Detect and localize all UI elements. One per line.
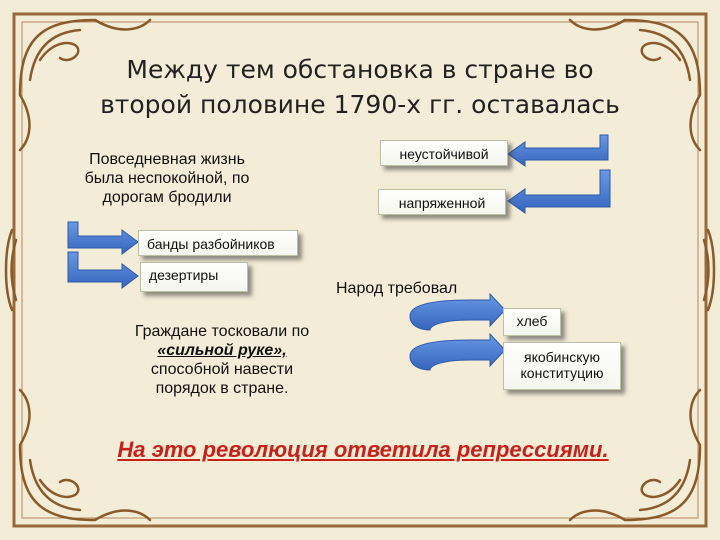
daily-life-text: Повседневная жизнь была неспокойной, по …	[52, 150, 282, 207]
box-label: банды разбойников	[147, 236, 275, 252]
title-line: второй половине 1790-х гг. оставалась	[100, 90, 620, 119]
tense-box: напряженной	[378, 189, 506, 215]
side-scroll-icon	[4, 228, 18, 312]
text-line: дорогам бродили	[102, 189, 232, 206]
arrow-right-icon	[67, 221, 139, 255]
unstable-box: неустойчивой	[380, 140, 508, 166]
constitution-box: якобинскую конституцию	[503, 342, 621, 390]
text-line: способной навести	[150, 361, 294, 378]
conclusion-text: На это революция ответила репрессиями.	[117, 437, 609, 462]
citizens-text: Граждане тосковали по «сильной руке», сп…	[104, 322, 340, 398]
corner-ornament-icon	[18, 18, 152, 152]
text-line: была неспокойной, по	[84, 170, 250, 187]
corner-ornament-icon	[568, 388, 702, 522]
arrow-right-icon	[67, 251, 139, 289]
arrow-left-icon	[507, 134, 609, 167]
curved-arrow-icon	[409, 292, 506, 331]
text-line: порядок в стране.	[155, 380, 289, 397]
side-scroll-icon	[702, 228, 716, 312]
bread-box: хлеб	[503, 308, 561, 336]
corner-ornament-icon	[568, 18, 702, 152]
title-line: Между тем обстановка в стране во	[126, 55, 594, 84]
slide-title: Между тем обстановка в стране во второй …	[60, 52, 660, 122]
text-line: Повседневная жизнь	[89, 151, 245, 168]
deserters-box: дезертиры	[140, 262, 248, 292]
box-label: неустойчивой	[399, 146, 489, 162]
box-label: дезертиры	[149, 267, 219, 283]
box-label: напряженной	[398, 195, 486, 211]
box-label: конституцию	[520, 365, 604, 381]
people-demanded-text: Народ требовал	[336, 280, 458, 297]
text-line: Граждане тосковали по	[134, 323, 310, 340]
corner-ornament-icon	[18, 388, 152, 522]
bandits-box: банды разбойников	[138, 230, 298, 256]
box-label: хлеб	[516, 313, 548, 329]
arrow-left-icon	[507, 169, 611, 214]
curved-arrow-icon	[409, 332, 506, 371]
strong-hand-text: «сильной руке»,	[157, 342, 287, 359]
box-label: якобинскую	[523, 349, 600, 365]
